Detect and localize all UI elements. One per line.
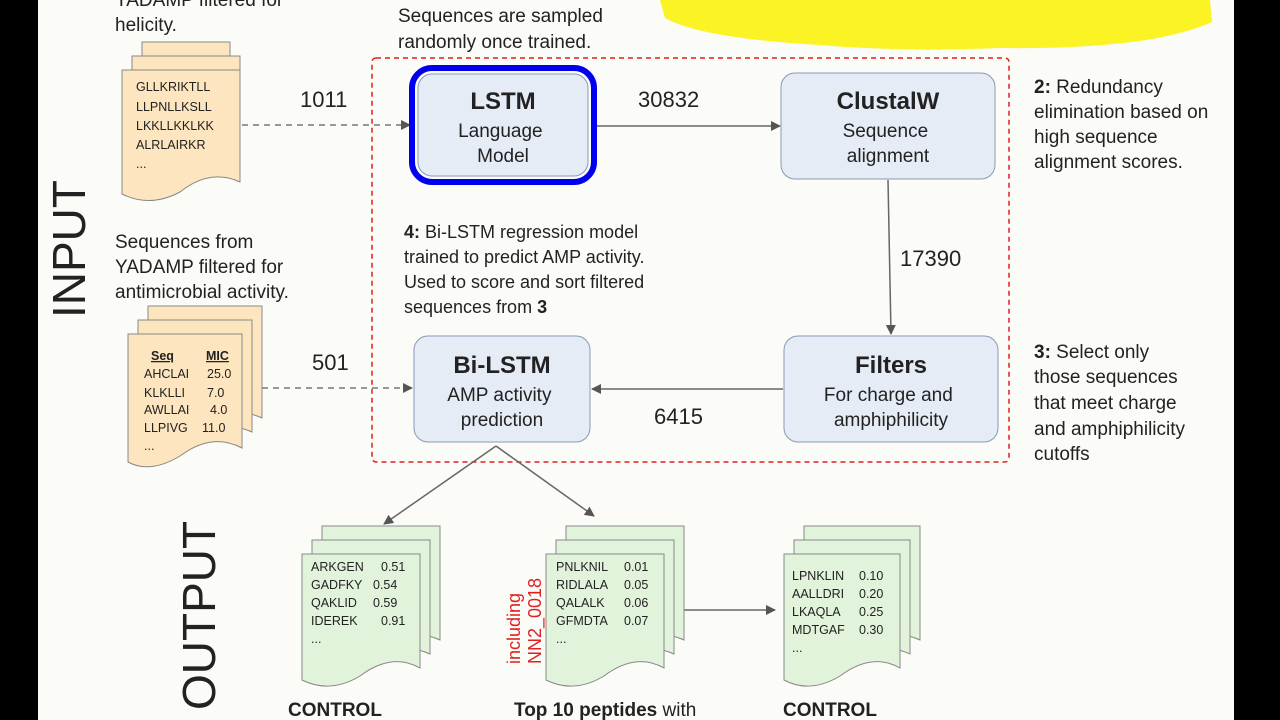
output-control-doc: ARKGEN GADFKY QAKLID IDEREK ... 0.51 0.5… bbox=[301, 525, 441, 687]
note-4: 4: Bi-LSTM regression model trained to p… bbox=[404, 222, 649, 317]
output-control2-doc: LPNKLIN AALLDRI LKAQLA MDTGAF ... 0.10 0… bbox=[783, 525, 921, 687]
output-side-label: OUTPUT bbox=[173, 521, 225, 710]
note-2: 2: Redundancy elimination based on high … bbox=[1034, 77, 1214, 173]
lstm-subtitle: Language Model bbox=[458, 121, 548, 167]
input-bottom-caption: Sequences from YADAMP filtered for antim… bbox=[115, 232, 289, 303]
count-30832: 30832 bbox=[638, 87, 699, 112]
filters-subtitle: For charge and amphiphilicity bbox=[824, 385, 958, 431]
clustalw-box: ClustalW Sequence alignment bbox=[780, 72, 996, 180]
control1-score-col: 0.51 0.54 0.59 0.91 bbox=[373, 560, 409, 628]
control2-score-col: 0.10 0.20 0.25 0.30 bbox=[859, 569, 887, 637]
filters-title: Filters bbox=[855, 352, 927, 379]
top10-score-col: 0.01 0.05 0.06 0.07 bbox=[624, 560, 652, 628]
top-note: Sequences are sampled randomly once trai… bbox=[398, 6, 608, 53]
lstm-title: LSTM bbox=[470, 88, 535, 115]
count-17390: 17390 bbox=[900, 246, 961, 271]
bilstm-title: Bi-LSTM bbox=[453, 352, 550, 379]
bilstm-subtitle: AMP activity prediction bbox=[447, 385, 556, 431]
count-1011: 1011 bbox=[300, 87, 347, 112]
output-top10-doc: PNLKNIL RIDLALA QALALK GFMDTA ... 0.01 0… bbox=[545, 525, 685, 687]
lstm-highlight-ring bbox=[409, 65, 597, 185]
input-helical-sequences-doc: GLLKRIKTLL LLPNLLKSLL LKKLLKKLKK ALRLAIR… bbox=[121, 41, 241, 201]
filters-box: Filters For charge and amphiphilicity bbox=[783, 335, 999, 443]
mic-header: MIC bbox=[206, 349, 229, 363]
input-bottom-mic-col: 25.0 7.0 4.0 11.0 bbox=[202, 367, 235, 435]
bilstm-box: Bi-LSTM AMP activity prediction bbox=[413, 335, 591, 443]
including-label: including NN2_0018 bbox=[504, 578, 546, 664]
control1-caption: CONTROL bbox=[288, 700, 382, 720]
clustalw-subtitle: Sequence alignment bbox=[843, 121, 934, 167]
lstm-box: LSTM Language Model bbox=[409, 65, 597, 185]
input-top-caption: YADAMP filtered for helicity. bbox=[115, 0, 289, 36]
control2-caption: CONTROL bbox=[783, 700, 877, 720]
count-6415: 6415 bbox=[654, 404, 703, 429]
note-3: 3: Select only those sequences that meet… bbox=[1034, 342, 1190, 465]
input-bottom-seq-col: AHCLAI KLKLLI AWLLAI LLPIVG ... bbox=[144, 367, 193, 453]
control2-seq-col: LPNKLIN AALLDRI LKAQLA MDTGAF ... bbox=[792, 569, 848, 655]
top10-seq-col: PNLKNIL RIDLALA QALALK GFMDTA ... bbox=[556, 560, 611, 646]
arrow-clustalw-to-filters bbox=[885, 179, 896, 335]
clustalw-title: ClustalW bbox=[837, 88, 940, 115]
arrow-bilstm-to-top10 bbox=[495, 445, 595, 517]
yellow-highlight bbox=[660, 0, 1212, 50]
top10-caption: Top 10 peptides with bbox=[514, 700, 696, 720]
input-antimicrobial-doc: Seq MIC AHCLAI KLKLLI AWLLAI LLPIVG ... … bbox=[127, 305, 263, 468]
arrow-bilstm-to-control bbox=[383, 445, 497, 525]
control1-seq-col: ARKGEN GADFKY QAKLID IDEREK ... bbox=[311, 560, 367, 646]
input-top-seq-list: GLLKRIKTLL LLPNLLKSLL LKKLLKKLKK ALRLAIR… bbox=[136, 80, 217, 171]
input-side-label: INPUT bbox=[43, 180, 95, 318]
pipeline-frame bbox=[371, 57, 1010, 463]
count-501: 501 bbox=[312, 350, 349, 375]
seq-header: Seq bbox=[151, 349, 174, 363]
